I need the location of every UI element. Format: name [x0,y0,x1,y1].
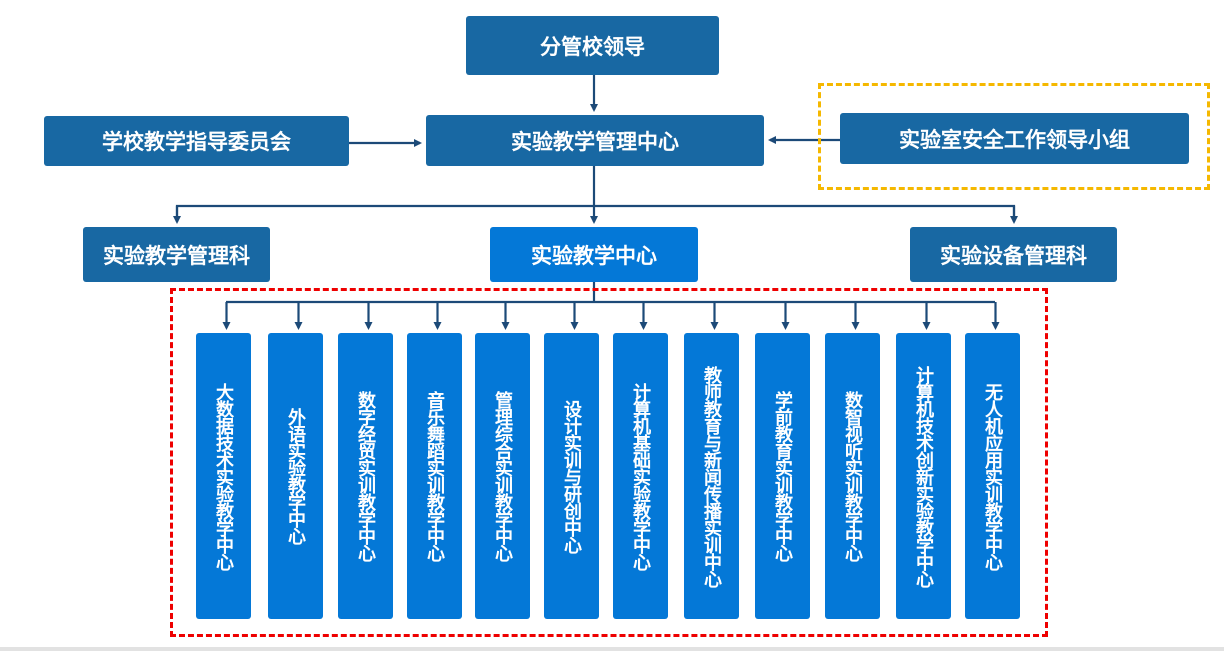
node-label: 实验教学管理中心 [511,129,679,154]
node-school-leader[interactable]: 分管校领导 [466,16,719,75]
center-node[interactable]: 计算机基础实验教学中心 [613,333,668,619]
node-advisory-committee[interactable]: 学校教学指导委员会 [44,116,349,166]
node-label: 分管校领导 [540,34,645,59]
node-dept-equipment-management[interactable]: 实验设备管理科 [910,227,1117,282]
safety-group-highlight [818,83,1210,190]
node-label: 实验教学管理科 [103,243,250,268]
node-label: 实验设备管理科 [940,243,1087,268]
center-label: 计算机技术创新实验教学中心 [913,365,934,587]
center-node[interactable]: 音乐舞蹈实训教学中心 [407,333,462,619]
line-dept-bus [175,204,1016,219]
footer-band [0,647,1224,651]
center-label: 设计实训与研创中心 [561,399,582,553]
center-node[interactable]: 大数据技术实验教学中心 [196,333,251,619]
center-label: 计算机基础实验教学中心 [630,382,651,570]
center-label: 管理综合实训教学中心 [492,391,513,561]
center-label: 教师教育与新闻传播实训中心 [701,365,722,587]
centers-group-highlight [170,288,1048,637]
center-node[interactable]: 学前教育实训教学中心 [755,333,810,619]
center-label: 大数据技术实验教学中心 [213,382,234,570]
center-label: 数字经贸实训教学中心 [355,391,376,561]
center-node[interactable]: 设计实训与研创中心 [544,333,599,619]
center-label: 外语实验教学中心 [285,408,306,544]
node-dept-teaching-center[interactable]: 实验教学中心 [490,227,698,282]
center-node[interactable]: 数字经贸实训教学中心 [338,333,393,619]
center-node[interactable]: 管理综合实训教学中心 [475,333,530,619]
center-node[interactable]: 数智视听实训教学中心 [825,333,880,619]
center-node[interactable]: 计算机技术创新实验教学中心 [896,333,951,619]
center-label: 学前教育实训教学中心 [772,391,793,561]
node-management-center[interactable]: 实验教学管理中心 [426,115,764,166]
center-node[interactable]: 外语实验教学中心 [268,333,323,619]
node-label: 实验教学中心 [531,243,657,268]
node-label: 学校教学指导委员会 [102,130,291,154]
center-label: 无人机应用实训教学中心 [982,382,1003,570]
node-dept-teaching-management[interactable]: 实验教学管理科 [83,227,270,282]
node-label: 实验室安全工作领导小组 [899,127,1130,152]
center-label: 音乐舞蹈实训教学中心 [424,391,445,561]
node-safety-group[interactable]: 实验室安全工作领导小组 [840,113,1189,164]
center-node[interactable]: 无人机应用实训教学中心 [965,333,1020,619]
center-node[interactable]: 教师教育与新闻传播实训中心 [684,333,739,619]
center-label: 数智视听实训教学中心 [842,391,863,561]
